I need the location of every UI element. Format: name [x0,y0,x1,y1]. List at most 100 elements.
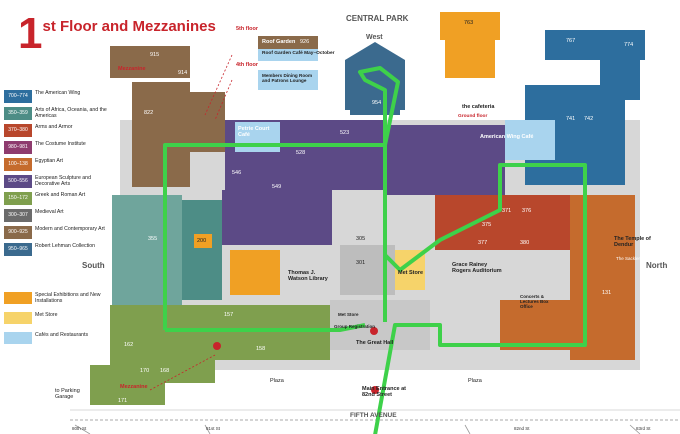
plaza-right-label: Plaza [468,378,482,384]
fourth-floor-label: 4th floor [236,62,258,68]
fifth-floor-label: 5th floor [236,26,258,32]
room-number: 375 [482,222,492,228]
room-number: 131 [602,290,612,296]
legend-label: Arms and Armor [35,124,73,130]
room-number: 157 [224,312,234,318]
room-number: 763 [464,20,474,26]
american-wing-top [545,30,645,60]
parking-label: to Parking Garage [55,388,80,400]
european-wing-mid [222,190,332,245]
roof-garden-label: Roof Garden [262,39,296,45]
ground-floor-label: Ground floor [458,114,488,119]
room-number: 376 [522,208,532,214]
room-number: 741 [566,116,576,122]
special-exhibition-top-2 [440,12,500,40]
floor-number: 1 [18,9,43,58]
legend-swatch [4,292,32,304]
info-marker-left [213,342,221,350]
room-number: 355 [148,236,158,242]
legend-extra-item: Cafés and Restaurants [4,332,116,345]
room-number: 767 [566,38,576,44]
south-label: South [82,261,105,270]
egyptian-wing [570,195,635,360]
watson-library-label: Thomas J. Watson Library [288,270,328,282]
met-store-label: Met Store [398,270,424,276]
main-entrance-label: Main Entrance at 82nd Street [362,386,407,398]
legend-code: 300–307 [4,209,32,222]
elevator-link-2 [214,79,233,121]
street-82-label: 82nd St [514,426,530,431]
street-line-82 [464,424,471,434]
legend-code: 350–359 [4,107,32,120]
great-hall-label: The Great Hall [356,340,394,346]
room-number: 914 [178,70,188,76]
rogers-auditorium-label: Grace Rainey Rogers Auditorium [452,262,502,274]
room-number: 954 [372,100,382,106]
legend-label: Greek and Roman Art [35,192,86,198]
roof-cafe-box [258,49,318,61]
north-label: North [646,261,668,270]
members-dining-box [258,70,318,90]
roof-garden-box [258,36,318,49]
legend-swatch [4,312,32,325]
room-number: 546 [232,170,242,176]
greek-roman-wing [110,305,330,360]
room-number: 170 [140,368,150,374]
egyptian-wing-2 [500,300,575,350]
room-number: 301 [356,260,366,266]
auditorium [440,255,510,310]
room-number: 742 [584,116,594,122]
africa-wing [112,195,182,305]
legend-swatch [4,332,32,345]
legend-extra-item: Special Exhibitions and New Installation… [4,292,116,304]
plaza-left-label: Plaza [270,378,284,384]
legend-code: 370–380 [4,124,32,137]
street-line-80 [74,424,91,434]
legend-code: 500–556 [4,175,32,188]
legend-label: Robert Lehman Collection [35,243,95,249]
street-line-81 [204,424,211,434]
mezzanine-top-label: Mezzanine [118,66,146,72]
legend-code: 150–172 [4,192,32,205]
legend-label: The American Wing [35,90,81,96]
street-line-83 [629,424,641,434]
street-83-label: 83rd St [636,426,651,431]
temple-dendur-label: The Temple of Dendur [614,236,651,248]
room-number: 380 [520,240,530,246]
petrie-cafe-label: Petrie Court Café [238,126,270,138]
legend-label: Modern and Contemporary Art [35,226,105,232]
legend-label: Medieval Art [35,209,64,215]
legend-extra-item: Met Store [4,312,116,325]
street-80-label: 80th St [72,426,87,431]
group-registration-label: Group Registration [334,324,376,329]
members-dining-label: Members Dining Room and Patrons Lounge [262,73,313,83]
room-number: 371 [502,208,512,214]
concerts-label: Concerts & Lectures Box Office [520,294,549,309]
legend-code: 900–925 [4,226,32,239]
room-number: 822 [144,110,154,116]
floor-title-text: st Floor and Mezzanines [42,18,216,35]
sackler-wing-label: The Sackler Wing [616,256,652,261]
legend-extra: Special Exhibitions and New Installation… [4,292,116,352]
arms-armor-wing [435,195,570,250]
legend-code: 950–965 [4,243,32,256]
walking-route [163,66,587,434]
legend-label: Special Exhibitions and New Installation… [35,292,101,305]
special-exhibit-199 [230,250,280,295]
page-title: 1st Floor and Mezzanines [18,12,216,56]
central-park-label: CENTRAL PARK [346,14,409,23]
room-number: 305 [356,236,366,242]
mezzanine-bottom [90,365,165,405]
roof-cafe-label: Roof Garden Café May–October [262,51,335,56]
street-81-label: 81st St [206,426,221,431]
special-exhibit-200 [194,234,212,248]
mezzanine-link [149,354,216,391]
room-number: 168 [160,368,170,374]
